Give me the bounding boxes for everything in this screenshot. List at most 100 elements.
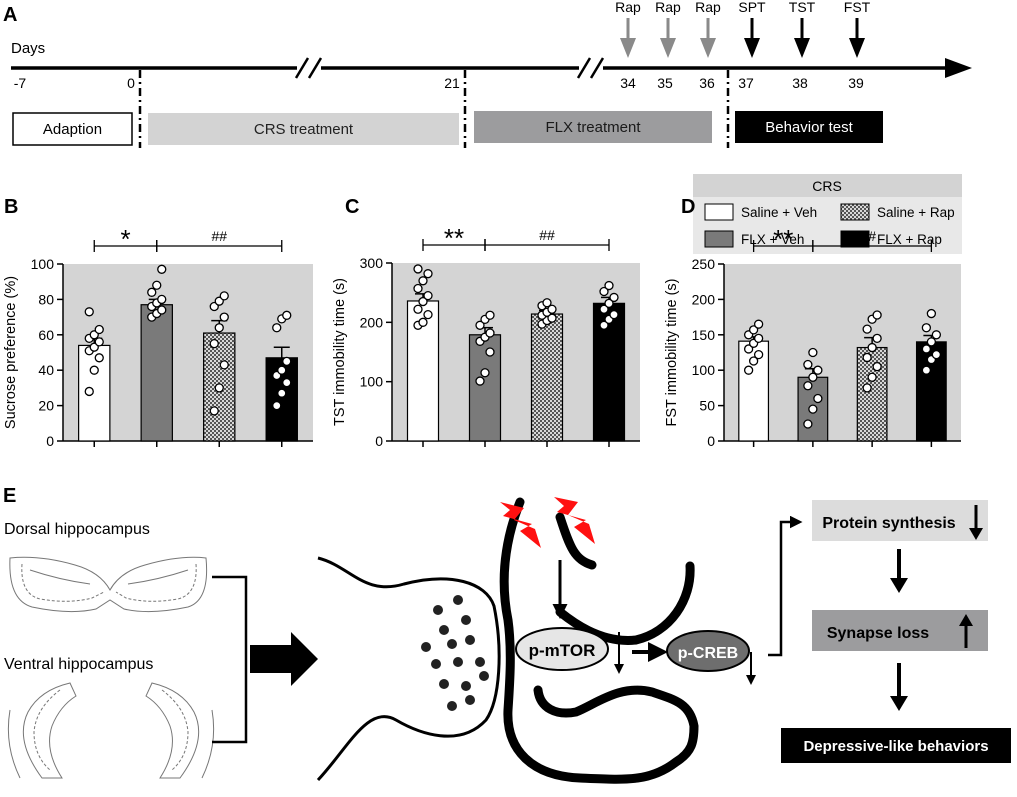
protein-synthesis-label: Protein synthesis (822, 515, 955, 532)
event-arrow-icon (744, 38, 760, 58)
data-point (157, 294, 167, 305)
day-tick-label: 39 (848, 75, 864, 91)
data-point (272, 323, 282, 333)
data-point (803, 381, 813, 391)
ventral-hippocampus-drawing (7, 682, 215, 779)
vesicle (475, 657, 485, 667)
data-point (214, 383, 224, 393)
y-tick-label: 0 (46, 433, 54, 449)
data-point (84, 386, 94, 397)
day-tick-label: 36 (699, 75, 715, 91)
data-point (94, 337, 104, 347)
data-point (599, 286, 609, 297)
dorsal-label: Dorsal hippocampus (4, 521, 150, 538)
data-point (219, 360, 229, 370)
data-point (282, 356, 292, 367)
legend-body (693, 197, 962, 254)
data-point (743, 344, 754, 354)
bar (78, 344, 111, 442)
data-point (931, 349, 942, 360)
data-point (413, 264, 423, 274)
phase-label: CRS treatment (254, 121, 354, 138)
data-point (921, 344, 932, 354)
event-arrow-icon (620, 38, 636, 58)
data-point (743, 365, 754, 375)
vesicle (433, 605, 443, 615)
data-point (748, 325, 759, 335)
y-axis-label: Sucrose preference (%) (3, 276, 19, 429)
bar (530, 313, 564, 442)
lightning-bolt-icon-1 (500, 502, 541, 548)
flow-arrow-2 (890, 663, 908, 711)
data-point (803, 359, 813, 370)
depressive-label: Depressive-like behaviors (803, 738, 988, 755)
vesicle (447, 701, 457, 711)
y-tick-label: 200 (360, 314, 384, 330)
data-point (872, 362, 882, 372)
data-point (152, 280, 162, 290)
protein-down-arrow-icon (969, 505, 983, 540)
event-arrow-icon (849, 38, 865, 58)
p-creb-node (666, 630, 750, 672)
day-tick-label: 38 (792, 75, 808, 91)
legend-label: Saline + Veh (741, 205, 817, 220)
data-point (808, 404, 818, 414)
depressive-box (781, 728, 1011, 763)
synapse-loss-box (812, 610, 988, 651)
significance-label: ** (773, 224, 793, 254)
data-point (485, 310, 495, 320)
vesicle (453, 657, 463, 667)
vesicle (479, 671, 489, 681)
data-point (423, 269, 433, 279)
data-point (803, 419, 813, 429)
panel-letter: D (681, 196, 695, 218)
data-point (157, 305, 167, 315)
phase-box (735, 111, 883, 143)
data-point (862, 324, 872, 334)
data-point (808, 347, 818, 358)
data-point (94, 353, 104, 363)
data-point (862, 383, 872, 393)
data-point (604, 298, 614, 308)
postsynaptic-inner (514, 508, 522, 718)
legend-label: FLX + Rap (877, 232, 942, 247)
significance-label: # (868, 228, 876, 244)
significance-label: ** (444, 223, 464, 253)
data-point (423, 309, 433, 320)
y-tick-label: 0 (375, 433, 383, 449)
data-point (413, 304, 423, 314)
p-mtor-label: p-mTOR (529, 641, 596, 660)
data-point (872, 310, 882, 320)
event-label: Rap (615, 0, 641, 15)
data-point (157, 264, 167, 274)
data-point (418, 317, 428, 327)
legend-swatch (840, 203, 870, 221)
phase-label: Adaption (43, 121, 102, 138)
vesicle (447, 639, 457, 649)
legend-title-box (693, 174, 962, 197)
y-axis-label: FST immobility time (s) (664, 279, 680, 427)
data-point (418, 296, 428, 307)
data-point (599, 304, 609, 314)
phase-box (148, 113, 459, 145)
bar (468, 334, 502, 442)
day-tick-label: 34 (620, 75, 636, 91)
day-tick-label: 0 (127, 75, 135, 91)
flow-arrow-1 (890, 549, 908, 593)
bar (856, 346, 888, 442)
y-tick-label: 100 (31, 256, 55, 272)
vesicle (439, 625, 449, 635)
synapse-up-arrow-icon (959, 614, 973, 648)
legend-swatch (704, 203, 734, 221)
synaptic-vesicles (421, 595, 489, 711)
panel-e-letter: E (3, 485, 16, 507)
significance-label: * (120, 224, 130, 254)
data-point (609, 292, 619, 303)
